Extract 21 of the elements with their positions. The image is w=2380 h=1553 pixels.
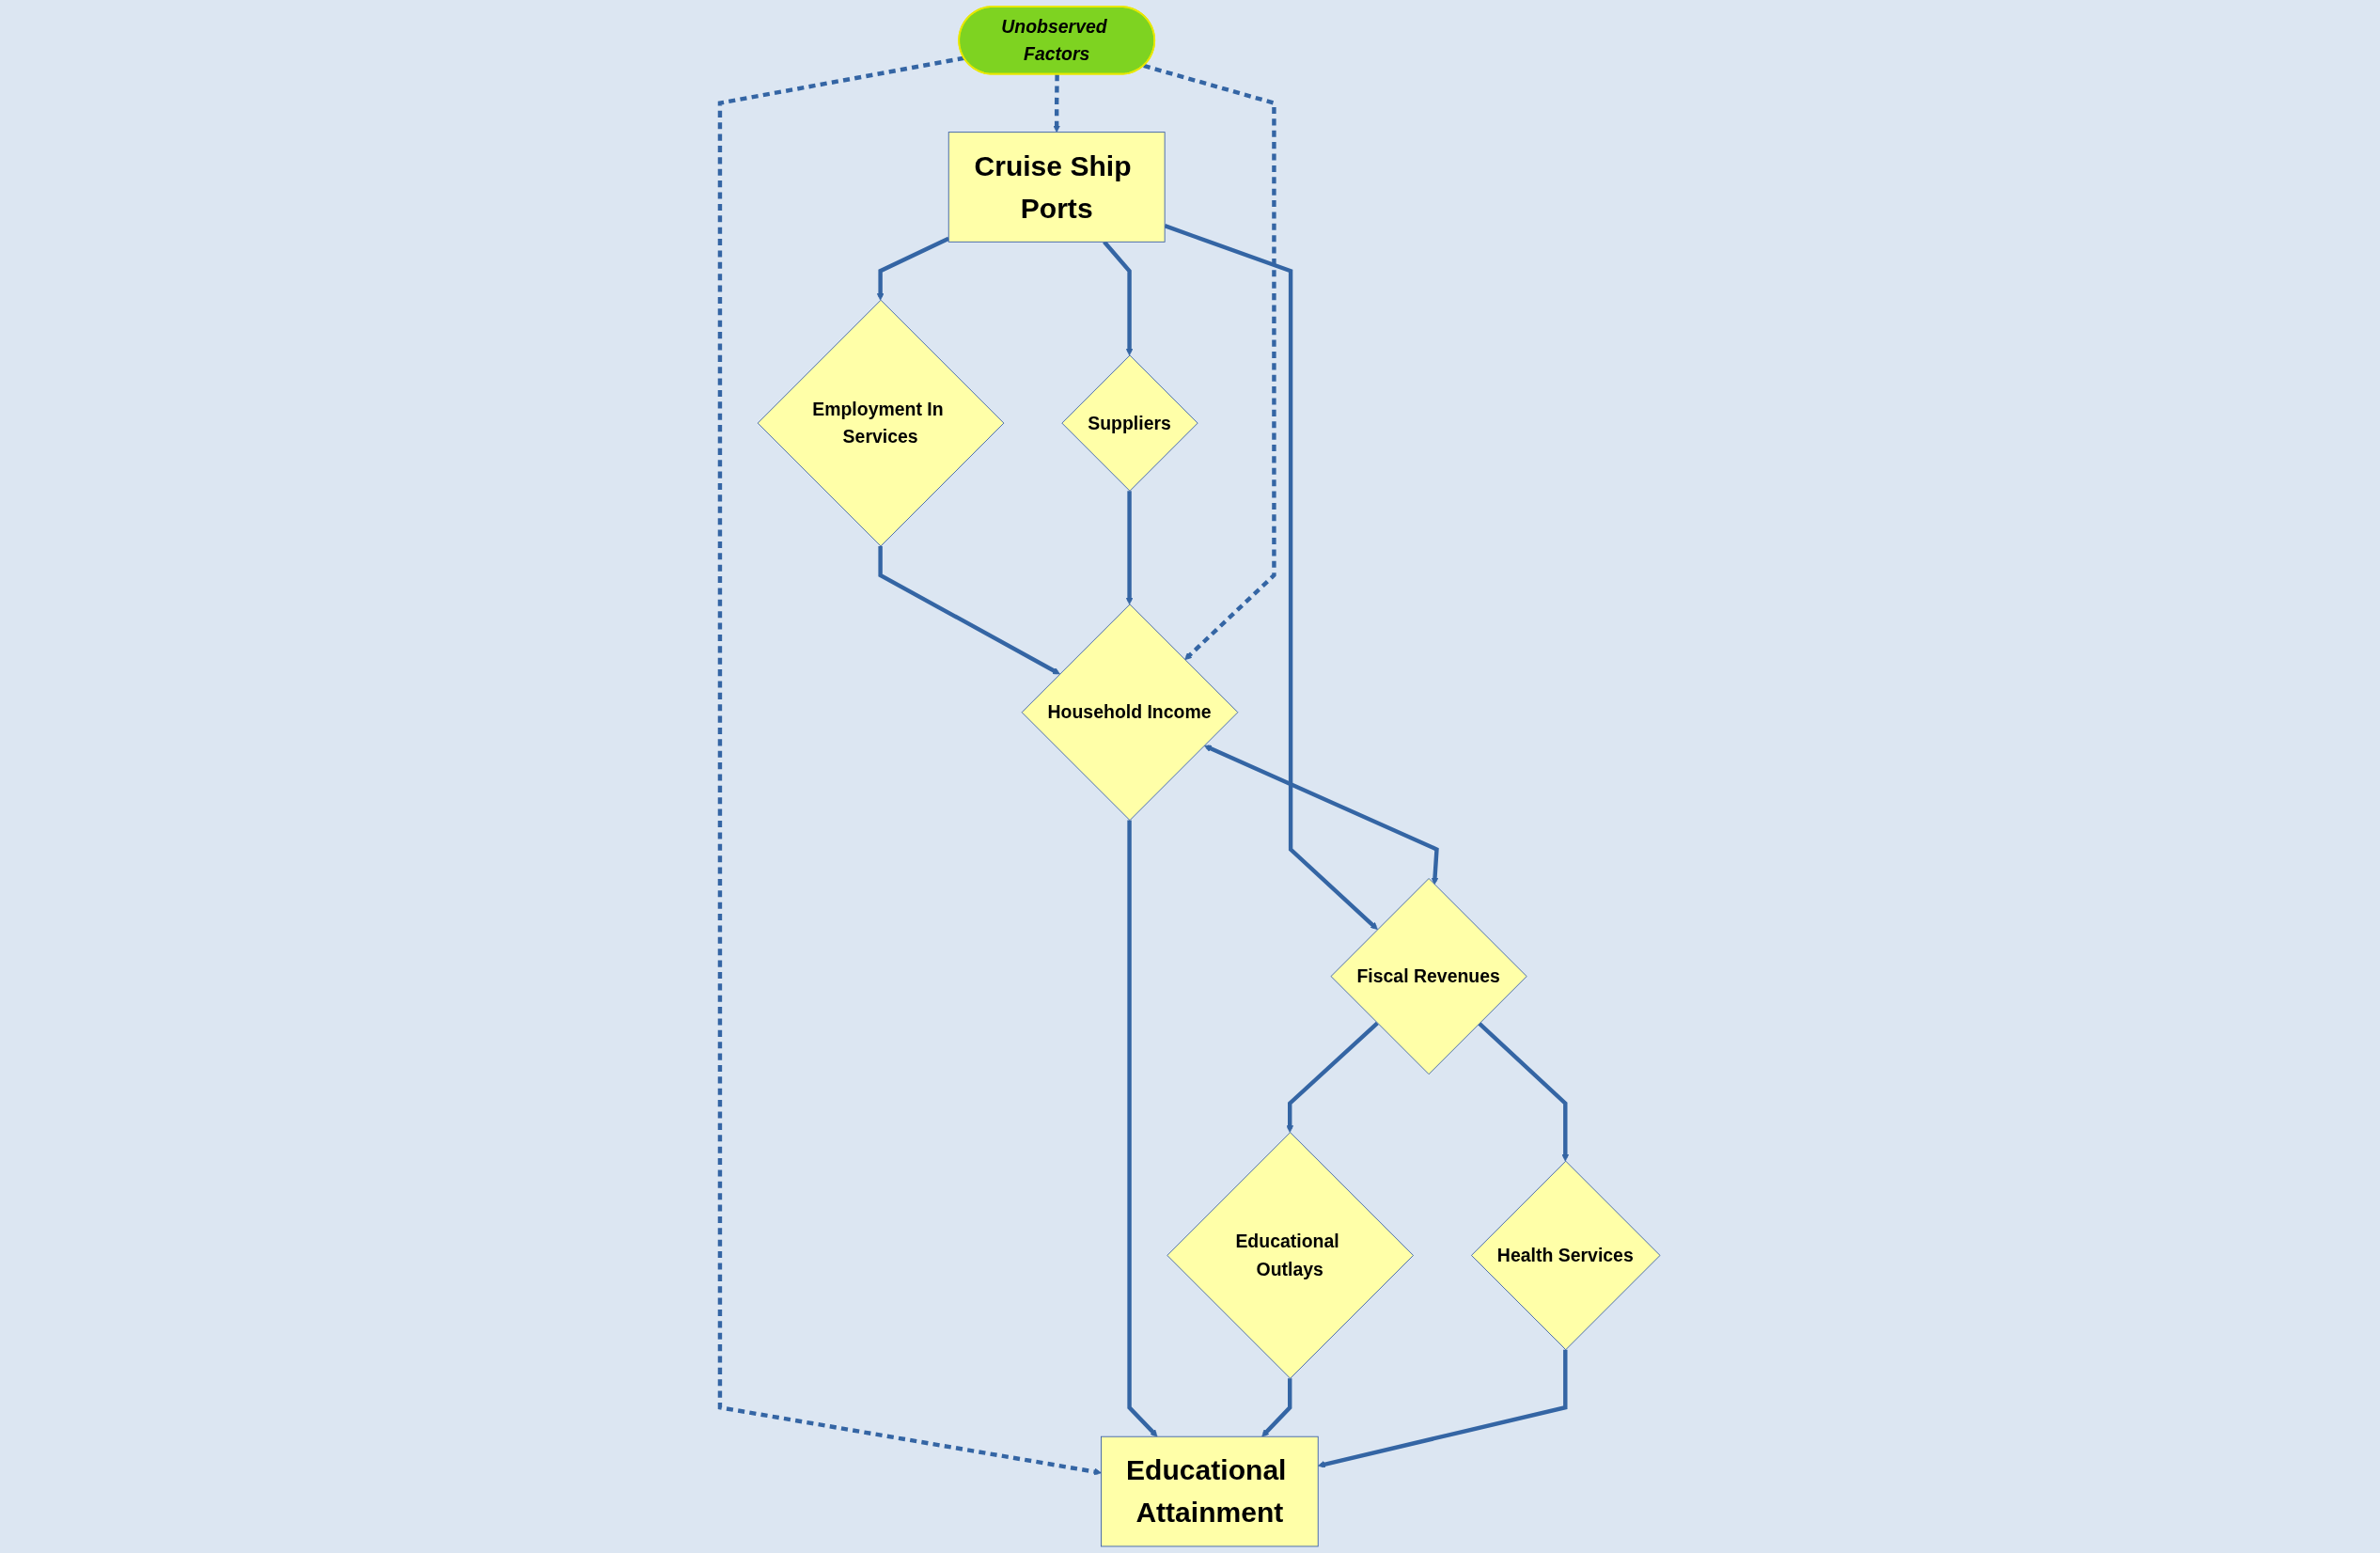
arrow <box>1053 74 1061 133</box>
node-diamond: Educational Outlays <box>1167 1132 1414 1379</box>
arrow <box>878 545 1060 675</box>
node-diamond: Health Services <box>1471 1160 1661 1351</box>
arrow <box>1286 1021 1379 1133</box>
node-diamond: Fiscal Revenues <box>1330 878 1527 1075</box>
node-box: Educational Attainment <box>1101 1435 1319 1547</box>
arrow <box>1125 491 1134 605</box>
arrow <box>717 55 1102 1476</box>
arrow <box>1143 63 1276 661</box>
arrow <box>1261 1378 1292 1437</box>
arrow <box>1164 224 1378 930</box>
arrow <box>1203 745 1439 886</box>
node-diamond: Household Income <box>1021 604 1239 822</box>
node-diamond: Suppliers <box>1061 354 1198 492</box>
node-box: Cruise Ship Ports <box>947 132 1166 243</box>
arrow <box>1478 1022 1570 1162</box>
node-diamond: Employment In Services <box>757 299 1005 547</box>
arrow <box>876 236 950 301</box>
arrow <box>1317 1349 1568 1468</box>
arrow <box>1127 820 1158 1437</box>
